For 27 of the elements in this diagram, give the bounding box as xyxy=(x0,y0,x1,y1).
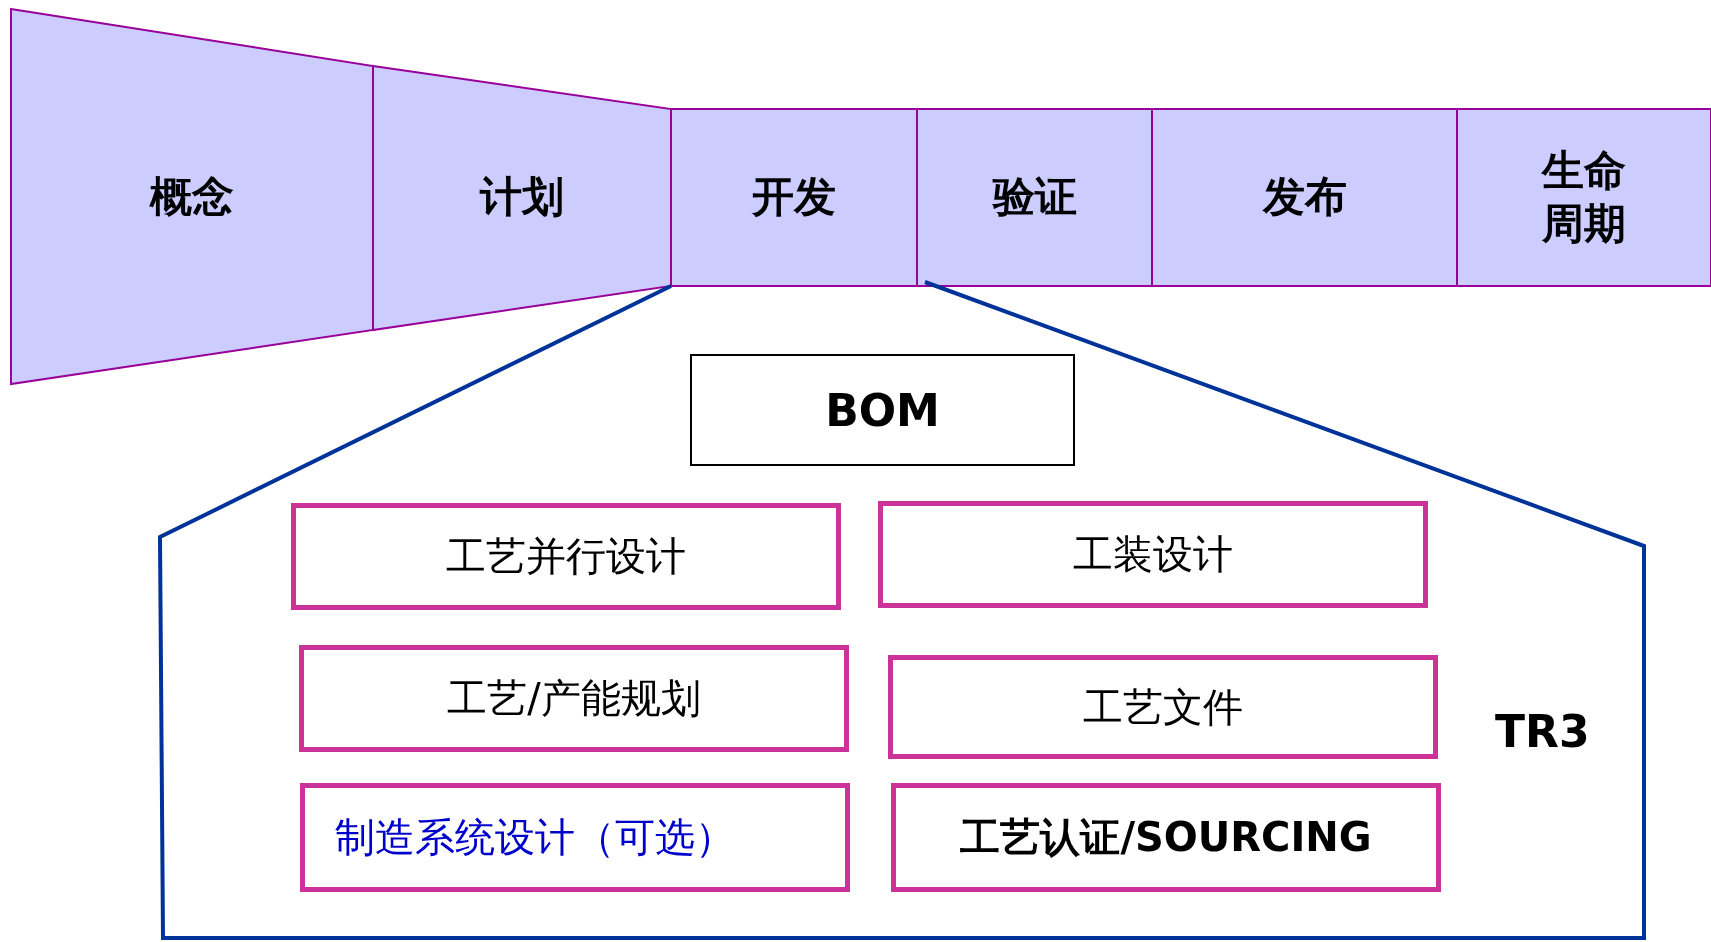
box-label: 工装设计 xyxy=(1073,530,1233,579)
phase-label: 生命周期 xyxy=(1540,145,1627,250)
phase-segment xyxy=(916,108,1153,287)
box-label: 工艺/产能规划 xyxy=(447,674,701,723)
phase-segment xyxy=(1456,108,1711,287)
box-label: 工艺认证/SOURCING xyxy=(960,813,1372,862)
phase-segment xyxy=(10,7,374,386)
box-label: 制造系统设计（可选） xyxy=(335,813,735,862)
box-label: 工艺文件 xyxy=(1083,682,1243,732)
box-label: 工艺并行设计 xyxy=(446,532,686,581)
process-box xyxy=(878,501,1428,608)
process-box xyxy=(300,783,850,892)
phase-segment xyxy=(372,64,672,332)
phase-label: 概念 xyxy=(150,171,234,224)
process-box xyxy=(690,354,1075,466)
phase-segment xyxy=(1151,108,1458,287)
process-box xyxy=(291,503,841,610)
phase-label: 验证 xyxy=(992,171,1077,224)
phase-segment xyxy=(670,108,918,287)
phase-label: 计划 xyxy=(480,171,564,224)
box-label: BOM xyxy=(825,384,940,436)
process-box xyxy=(888,655,1438,759)
phase-label: 发布 xyxy=(1262,171,1347,224)
milestone-label: TR3 xyxy=(1495,706,1590,757)
process-box xyxy=(891,783,1441,892)
process-box xyxy=(299,645,849,752)
phase-label: 开发 xyxy=(752,171,836,224)
